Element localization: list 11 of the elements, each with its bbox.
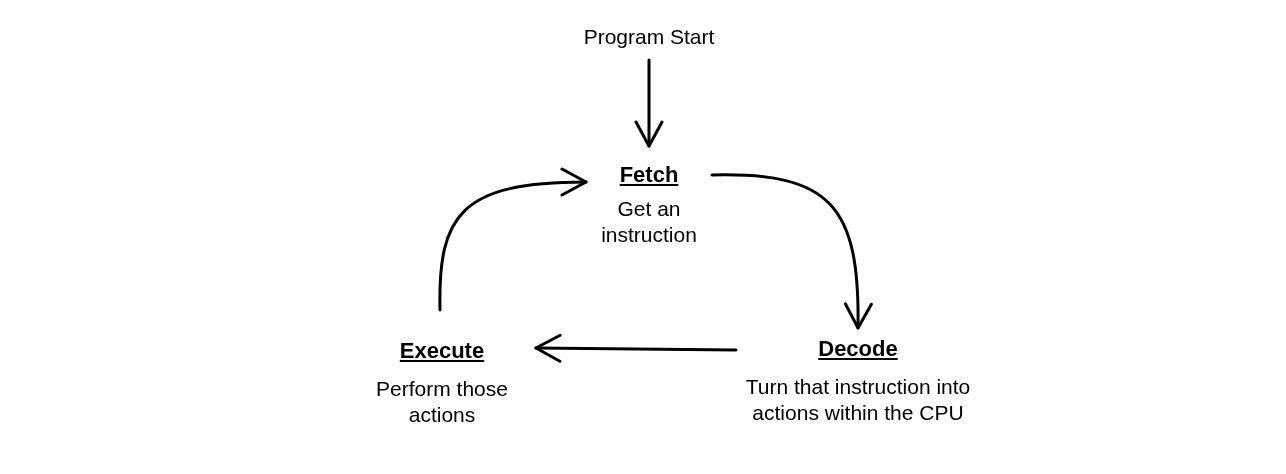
step-description: Turn that instruction into actions within the CPU bbox=[744, 374, 972, 426]
arrow bbox=[438, 168, 588, 312]
step-heading: Execute bbox=[399, 338, 485, 364]
start-label: Program Start bbox=[583, 24, 715, 50]
arrow bbox=[710, 173, 873, 330]
step-heading: Fetch bbox=[619, 162, 679, 188]
arrow bbox=[634, 58, 664, 148]
step-heading: Decode bbox=[818, 336, 898, 362]
arrow bbox=[534, 333, 738, 363]
step-description: Get an instruction bbox=[600, 196, 698, 248]
step-description: Perform those actions bbox=[375, 376, 509, 428]
